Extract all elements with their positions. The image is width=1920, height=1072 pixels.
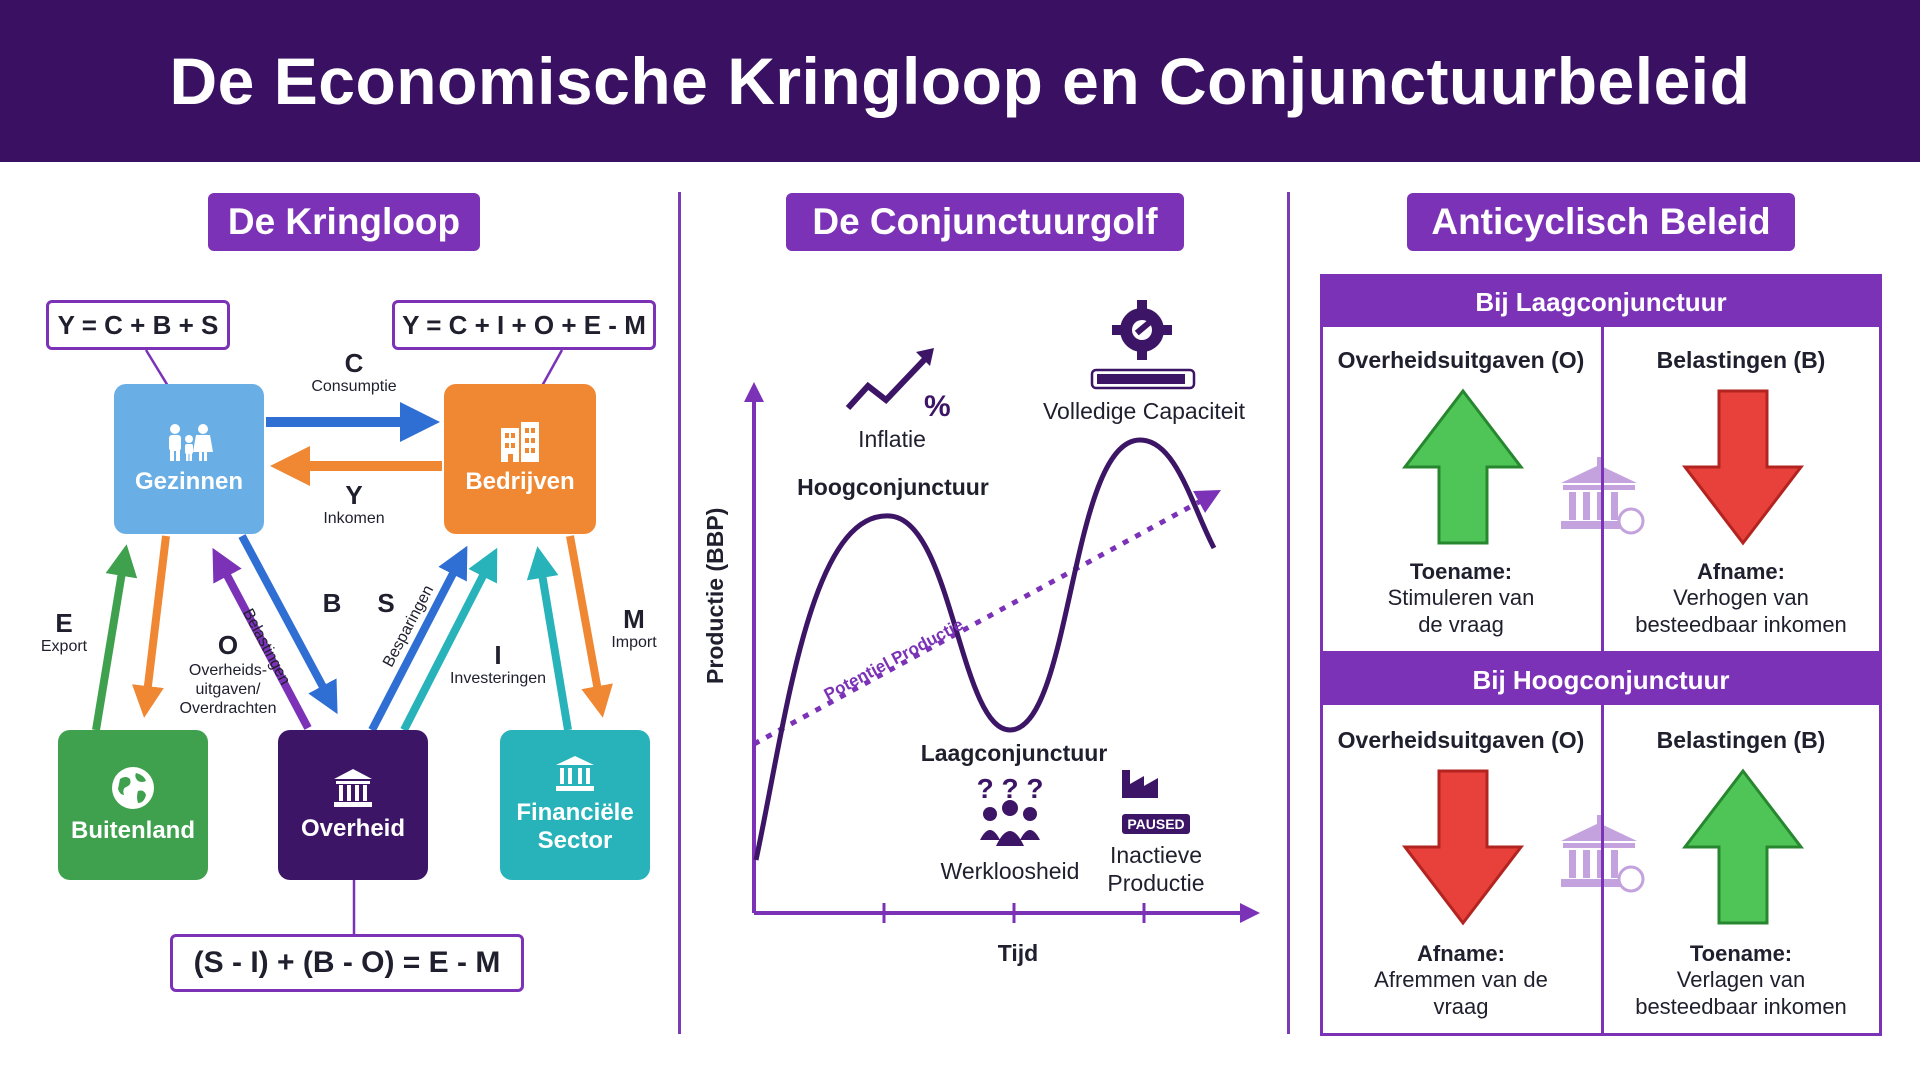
werkloosheid-label: Werkloosheid — [940, 858, 1080, 884]
arrow-down-icon — [1681, 389, 1805, 546]
kringloop-arrows — [92, 349, 613, 934]
hoog-verdict-belastingen-l2: besteedbaar inkomen — [1635, 993, 1847, 1019]
column-divider-2 — [1287, 192, 1290, 1034]
sector-label-financiele-2: Sector — [537, 827, 613, 854]
flow-m-letter: M — [623, 604, 645, 634]
flow-o-label-3: Overdrachten — [179, 700, 277, 717]
hoog-verdict-uitgaven-title: Afname: — [1416, 941, 1505, 966]
question-marks: ? ? ? — [977, 773, 1044, 804]
hoog-verdict-uitgaven-l1: Afremmen van de — [1374, 967, 1548, 993]
factory-icon — [1122, 770, 1158, 798]
formula-income-spending: Y = C + B + S — [46, 300, 230, 350]
government-faded-icon — [1561, 815, 1645, 893]
capacity-bar-icon — [1090, 368, 1196, 390]
laag-verdict-uitgaven-title: Toename: — [1409, 559, 1513, 584]
hoog-col-belastingen: Belastingen (B) — [1656, 727, 1826, 753]
panel-laagconjunctuur: Bij Laagconjunctuur Overheidsuitgaven (O… — [1320, 274, 1882, 654]
flow-i-letter: I — [494, 640, 502, 670]
flow-y-label: Inkomen — [323, 510, 385, 527]
percent-sign: % — [924, 390, 951, 423]
hoog-verdict-belastingen-l1: Verlagen van — [1676, 967, 1806, 993]
paused-badge — [1122, 814, 1190, 834]
flow-o-label-1: Overheids- — [188, 662, 268, 679]
kringloop-title: De Kringloop — [208, 193, 480, 251]
sector-gezinnen[interactable]: Gezinnen — [114, 384, 264, 534]
bank-icon — [556, 756, 594, 792]
sector-financiele[interactable]: Financiële Sector — [500, 730, 650, 880]
flow-b-letter: B — [322, 588, 342, 618]
x-axis-label: Tijd — [997, 940, 1039, 966]
hoogconjunctuur-label: Hoogconjunctuur — [797, 474, 989, 500]
paused-badge-label: PAUSED — [1127, 816, 1184, 832]
sector-bedrijven[interactable]: Bedrijven — [444, 384, 596, 534]
laag-verdict-uitgaven-l2: de vraag — [1418, 611, 1504, 637]
laag-verdict-belastingen-l1: Verhogen van — [1673, 585, 1809, 611]
arrow-down-icon — [1401, 769, 1525, 926]
arrow-up-icon — [1401, 388, 1525, 545]
flow-s-letter: S — [377, 588, 395, 618]
unemployment-people-icon — [980, 800, 1040, 846]
sector-label-bedrijven: Bedrijven — [465, 468, 575, 496]
laag-col-uitgaven: Overheidsuitgaven (O) — [1337, 347, 1585, 373]
laag-verdict-belastingen: Afname: Verhogen van besteedbaar inkomen — [1603, 559, 1879, 638]
laag-col-belastingen: Belastingen (B) — [1656, 347, 1826, 373]
beleid-title: Anticyclisch Beleid — [1407, 193, 1795, 251]
flow-e-letter: E — [55, 608, 73, 638]
inactieve-line-1: Inactieve — [1109, 842, 1203, 868]
business-cycle-chart: % ? ? ? PAUSED — [744, 300, 1260, 923]
flow-c-label: Consumptie — [311, 378, 397, 395]
y-axis-label: Productie (BBP) — [696, 470, 730, 730]
flow-i-label: Investeringen — [449, 670, 547, 687]
sector-label-gezinnen: Gezinnen — [134, 468, 243, 496]
arrow-up-icon — [1681, 768, 1805, 925]
laag-verdict-uitgaven-l1: Stimuleren van — [1387, 585, 1535, 611]
panel-hoog-head: Bij Hoogconjunctuur — [1323, 655, 1879, 705]
flow-o-label-2: uitgaven/ — [195, 681, 261, 698]
inflatie-label: Inflatie — [858, 426, 926, 452]
laag-verdict-belastingen-l2: besteedbaar inkomen — [1635, 611, 1847, 637]
laag-verdict-uitgaven: Toename: Stimuleren van de vraag — [1323, 559, 1599, 638]
gear-icon — [1112, 300, 1172, 360]
sector-buitenland[interactable]: Buitenland — [58, 730, 208, 880]
panel-hoogconjunctuur: Bij Hoogconjunctuur Overheidsuitgaven (O… — [1320, 652, 1882, 1036]
hoog-verdict-belastingen: Toename: Verlagen van besteedbaar inkome… — [1603, 941, 1879, 1020]
column-divider-1 — [678, 192, 681, 1034]
flow-c-letter: C — [344, 348, 364, 378]
panel-laag-divider — [1601, 327, 1604, 651]
conjunctuur-title: De Conjunctuurgolf — [786, 193, 1184, 251]
hoog-verdict-uitgaven: Afname: Afremmen van de vraag — [1323, 941, 1599, 1020]
laagconjunctuur-label: Laagconjunctuur — [920, 740, 1108, 766]
hoog-verdict-uitgaven-l2: vraag — [1433, 993, 1489, 1019]
page-title: De Economische Kringloop en Conjunctuurb… — [169, 44, 1751, 118]
page-header: De Economische Kringloop en Conjunctuurb… — [0, 0, 1920, 162]
inactieve-productie-label: Inactieve Productie — [1096, 842, 1216, 897]
sector-label-financiele-1: Financiële — [516, 799, 634, 827]
hoog-col-uitgaven: Overheidsuitgaven (O) — [1337, 727, 1585, 753]
inactieve-line-2: Productie — [1107, 869, 1205, 896]
government-icon — [334, 769, 372, 808]
flow-o-letter: O — [217, 630, 239, 660]
capaciteit-label: Volledige Capaciteit — [1042, 398, 1246, 424]
sector-label-buitenland: Buitenland — [71, 817, 195, 845]
globe-icon — [112, 767, 154, 810]
laag-verdict-belastingen-title: Afname: — [1696, 559, 1785, 584]
family-icon — [169, 424, 213, 462]
flow-y-letter: Y — [345, 480, 363, 510]
formula-balance: (S - I) + (B - O) = E - M — [170, 934, 524, 992]
sector-label-overheid: Overheid — [300, 815, 406, 843]
panel-laag-head: Bij Laagconjunctuur — [1323, 277, 1879, 327]
flow-e-label: Export — [40, 638, 88, 655]
building-icon — [501, 422, 539, 463]
hoog-verdict-belastingen-title: Toename: — [1689, 941, 1793, 966]
inflation-trend-icon — [845, 348, 934, 411]
sector-overheid[interactable]: Overheid — [278, 730, 428, 880]
panel-hoog-divider — [1601, 705, 1604, 1033]
flow-m-label: Import — [611, 634, 657, 651]
government-faded-icon — [1561, 457, 1645, 535]
y-axis-text: Productie (BBP) — [702, 507, 729, 684]
formula-production: Y = C + I + O + E - M — [392, 300, 656, 350]
